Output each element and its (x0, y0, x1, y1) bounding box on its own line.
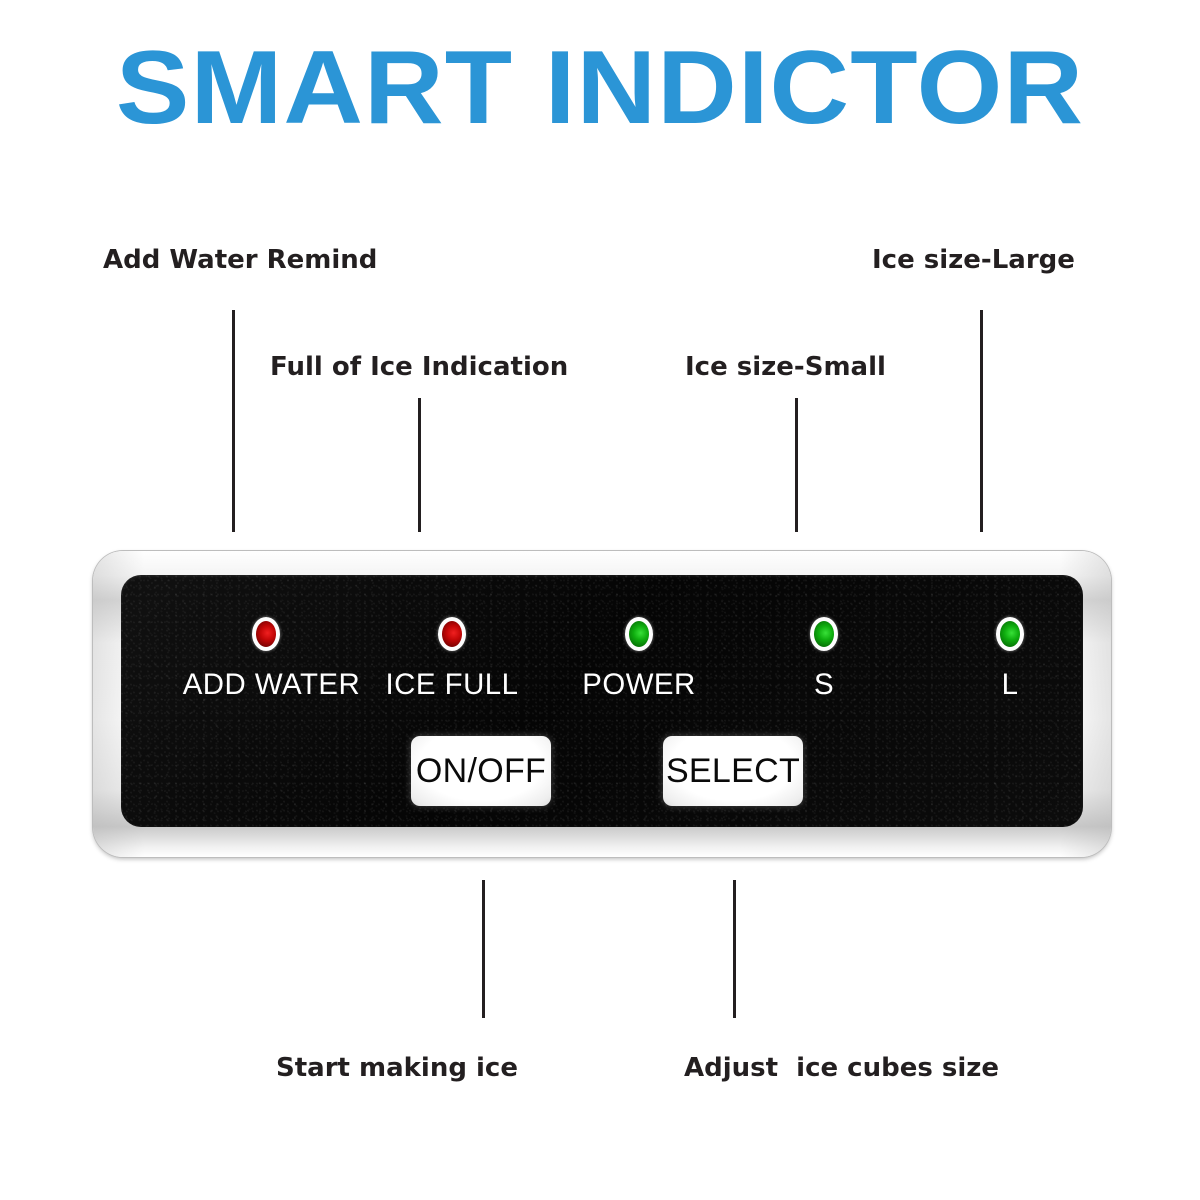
led-indicator-icon-ice-full (438, 617, 466, 651)
control-panel-face: ADD WATER ICE FULL POWER S L (121, 575, 1083, 827)
leader-line-ice-size-large (980, 310, 983, 532)
led-label-size-large: L (1001, 668, 1019, 701)
led-group-add-water: ADD WATER (181, 617, 361, 701)
led-indicator-icon-size-small (810, 617, 838, 651)
callout-add-water-remind: Add Water Remind (103, 245, 378, 275)
page-title: SMART INDICTOR (115, 30, 1085, 146)
led-label-power: POWER (582, 668, 696, 701)
led-indicator-icon-power (625, 617, 653, 651)
led-label-size-small: S (813, 668, 835, 701)
on-off-button[interactable]: ON/OFF (411, 736, 551, 806)
callout-adjust-ice-cubes-size: Adjust ice cubes size (684, 1053, 1000, 1083)
led-group-ice-full: ICE FULL (367, 617, 537, 701)
callout-full-of-ice-indication: Full of Ice Indication (270, 352, 569, 382)
led-indicator-icon-size-large (996, 617, 1024, 651)
led-group-size-large: L (925, 617, 1083, 701)
led-label-ice-full: ICE FULL (385, 668, 519, 701)
led-group-size-small: S (739, 617, 909, 701)
leader-line-on-off (482, 880, 485, 1018)
led-group-power: POWER (554, 617, 724, 701)
led-indicator-icon-add-water (252, 617, 280, 651)
led-label-add-water: ADD WATER (182, 668, 361, 701)
leader-line-ice-size-small (795, 398, 798, 532)
callout-ice-size-small: Ice size-Small (685, 352, 886, 382)
leader-line-ice-full (418, 398, 421, 532)
callout-start-making-ice: Start making ice (276, 1053, 518, 1083)
leader-line-add-water (232, 310, 235, 532)
leader-line-select (733, 880, 736, 1018)
callout-ice-size-large: Ice size-Large (872, 245, 1075, 275)
select-button[interactable]: SELECT (663, 736, 803, 806)
